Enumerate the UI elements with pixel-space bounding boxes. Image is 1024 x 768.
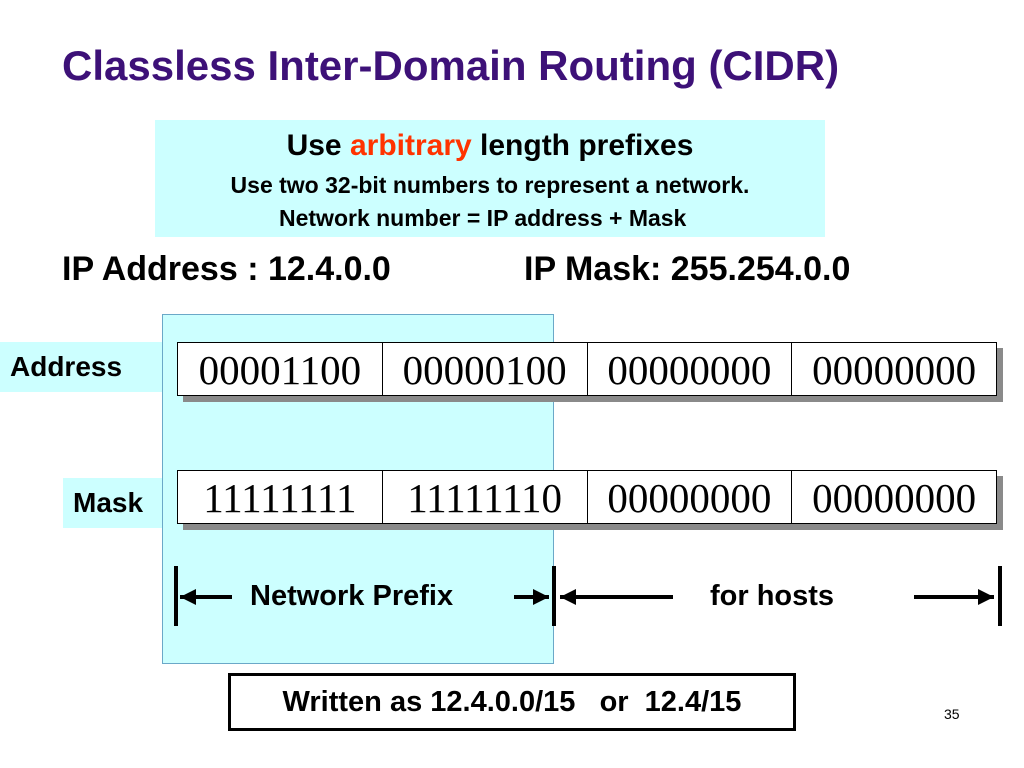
info-line-1-suffix: length prefixes bbox=[471, 129, 694, 162]
info-accent-word: arbitrary bbox=[349, 129, 472, 162]
hosts-right-arrow-head bbox=[978, 589, 994, 605]
address-octet-1: 00001100 bbox=[178, 343, 383, 395]
ip-mask-text: IP Mask: 255.254.0.0 bbox=[524, 250, 851, 288]
address-octet-3: 00000000 bbox=[588, 343, 793, 395]
info-box: Use arbitrary length prefixes Use two 32… bbox=[155, 120, 825, 237]
mask-octet-4: 00000000 bbox=[812, 475, 977, 521]
network-start-bar bbox=[174, 566, 178, 626]
info-line-3: Network number = IP address + Mask bbox=[279, 205, 687, 231]
network-prefix-label: Network Prefix bbox=[250, 580, 454, 612]
address-octet-2: 00000100 bbox=[383, 343, 588, 395]
network-left-arrow-head bbox=[180, 589, 196, 605]
page-number: 35 bbox=[944, 706, 960, 722]
prefix-boundary-bar bbox=[552, 566, 556, 626]
address-octet-4: 00000000 bbox=[812, 347, 977, 393]
hosts-label: for hosts bbox=[710, 580, 835, 612]
info-line-1: Use arbitrary length prefixes bbox=[155, 129, 825, 163]
mask-row-label: Mask bbox=[63, 478, 162, 528]
cidr-notation-box: Written as 12.4.0.0/15 or 12.4/15 bbox=[228, 673, 796, 731]
mask-octet-1: 11111111 bbox=[178, 471, 383, 523]
mask-octets: 11111111 11111110 00000000 00000000 bbox=[177, 470, 997, 524]
hosts-end-bar bbox=[998, 566, 1002, 626]
address-octets: 00001100 00000100 00000000 00000000 bbox=[177, 342, 997, 396]
mask-octet-3: 00000000 bbox=[588, 471, 793, 523]
info-line-1-prefix: Use bbox=[286, 129, 350, 162]
info-line-2: Use two 32-bit numbers to represent a ne… bbox=[230, 172, 750, 198]
mask-octet-2: 11111110 bbox=[383, 471, 588, 523]
hosts-left-arrow-head bbox=[560, 589, 576, 605]
network-right-arrow-head bbox=[533, 589, 549, 605]
ip-address-text: IP Address : 12.4.0.0 bbox=[62, 250, 391, 288]
slide-title: Classless Inter-Domain Routing (CIDR) bbox=[62, 42, 840, 89]
address-row-label: Address bbox=[0, 342, 162, 392]
